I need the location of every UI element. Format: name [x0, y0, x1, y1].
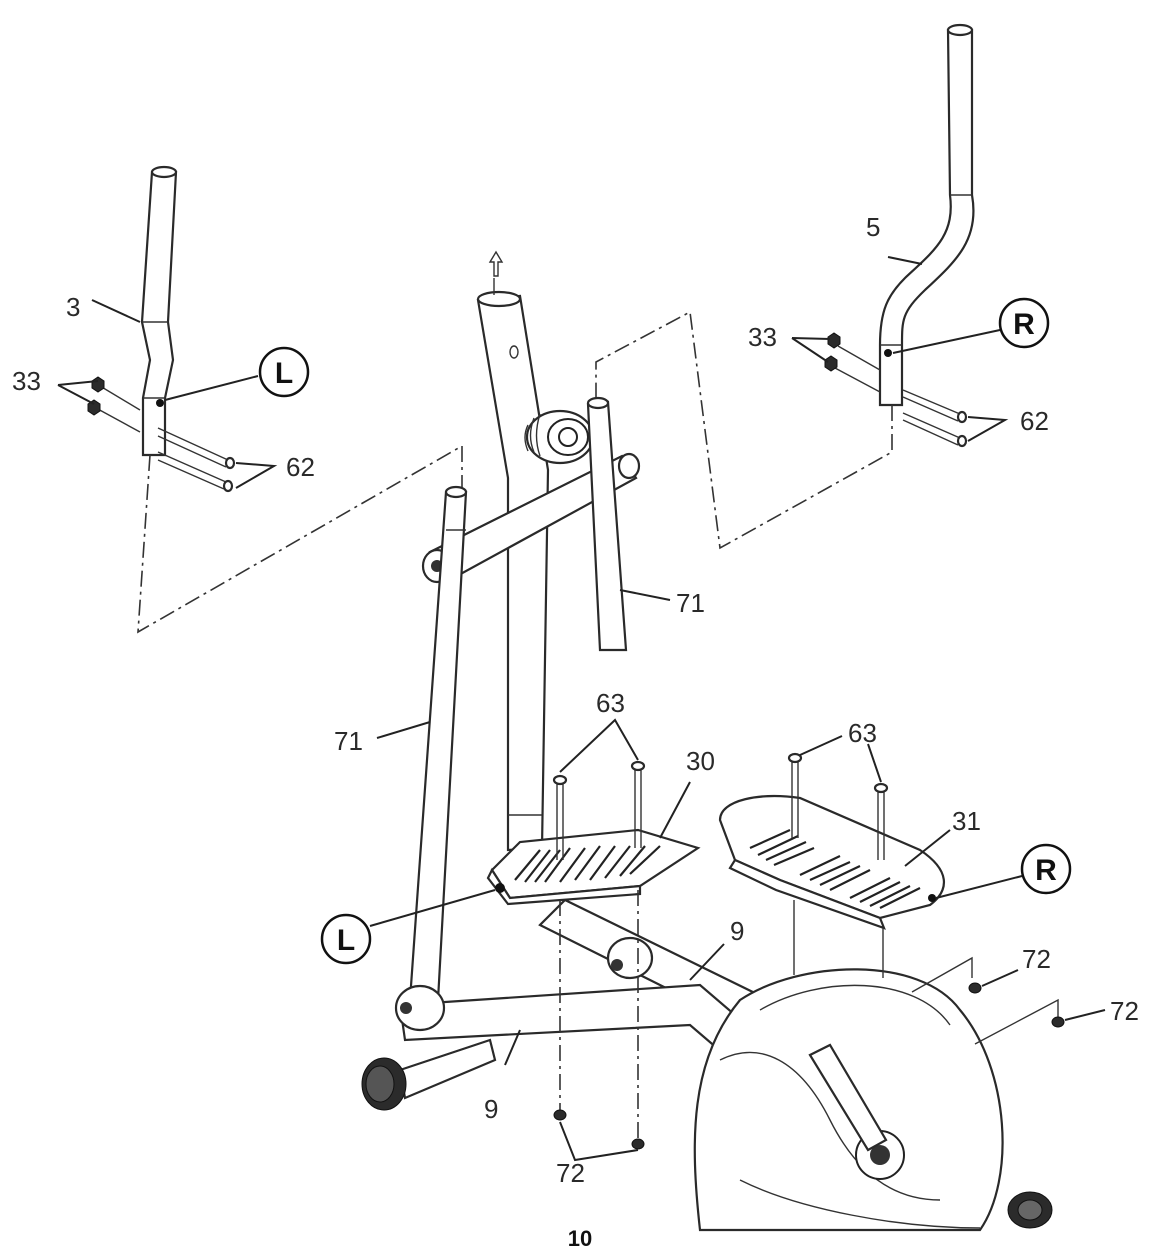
label-part-71-upper: 71	[676, 588, 705, 618]
marker-left-pedal: L	[320, 913, 372, 965]
right-pedal-31	[718, 795, 945, 930]
label-part-31: 31	[952, 806, 981, 836]
label-part-72-bottom: 72	[556, 1158, 585, 1188]
right-pedal-bolts-63	[787, 752, 889, 860]
left-pedal-30	[486, 828, 701, 906]
label-part-9-upper: 9	[730, 916, 744, 946]
alignment-line-right	[595, 310, 893, 550]
leader-62-right	[967, 416, 1009, 442]
svg-text:L: L	[275, 357, 293, 390]
leader-30	[659, 781, 691, 839]
label-part-9-lower: 9	[484, 1094, 498, 1124]
leader-L-pedal	[369, 889, 496, 927]
left-pedal-fasteners-72	[553, 890, 645, 1150]
leader-71-lower	[376, 721, 431, 739]
tension-knob	[524, 409, 595, 465]
leader-31	[904, 829, 951, 867]
leader-63-right-b	[867, 743, 882, 783]
label-part-30: 30	[686, 746, 715, 776]
leader-L-handle	[164, 375, 259, 401]
left-handlebar	[140, 165, 178, 457]
marker-right-pedal: R	[1020, 843, 1072, 895]
label-part-71-lower: 71	[334, 726, 363, 756]
leader-9-upper	[689, 943, 725, 981]
leader-3	[91, 299, 141, 323]
leader-33-left-a	[57, 380, 99, 386]
leader-62-left	[235, 462, 278, 489]
stabilizer-end-cap	[361, 1038, 497, 1111]
marker-right-handle: R	[998, 297, 1050, 349]
label-part-72-right-b: 72	[1110, 996, 1139, 1026]
left-pedal-bolts-63	[552, 760, 646, 860]
right-handle-hardware	[824, 332, 968, 448]
leader-R-handle	[892, 329, 1001, 354]
leader-5	[887, 256, 923, 265]
svg-text:L: L	[337, 924, 355, 957]
leader-33-right-b	[791, 337, 829, 363]
leader-R-pedal	[935, 875, 1023, 899]
rear-stabilizer-cap	[1007, 1191, 1053, 1229]
right-pedal-fasteners-72	[793, 900, 1065, 1045]
label-part-62-right: 62	[1020, 406, 1049, 436]
flywheel-housing	[693, 968, 1004, 1232]
leader-71-upper	[619, 589, 671, 601]
leader-63-right-a	[799, 735, 843, 756]
leader-72-bottom	[559, 1121, 639, 1162]
label-part-33-left: 33	[12, 366, 41, 396]
label-part-72-right-a: 72	[1022, 944, 1051, 974]
page-number: 10	[568, 1226, 592, 1251]
right-handlebar	[878, 23, 975, 407]
label-part-33-right: 33	[748, 322, 777, 352]
alignment-line-left	[137, 444, 463, 634]
label-part-63-right: 63	[848, 718, 877, 748]
svg-text:R: R	[1035, 854, 1057, 887]
label-part-62-left: 62	[286, 452, 315, 482]
leader-9-lower	[504, 1029, 521, 1066]
svg-text:R: R	[1013, 308, 1035, 341]
label-part-5: 5	[866, 212, 880, 242]
label-part-3: 3	[66, 292, 80, 322]
leader-63-left	[559, 718, 639, 773]
marker-left-handle: L	[258, 346, 310, 398]
leader-33-left-b	[57, 384, 95, 405]
leader-33-right-a	[791, 337, 831, 340]
leader-72-right-a	[981, 969, 1019, 987]
label-part-63-left: 63	[596, 688, 625, 718]
leader-72-right-b	[1064, 1009, 1106, 1021]
right-lower-arm-71	[586, 396, 628, 652]
